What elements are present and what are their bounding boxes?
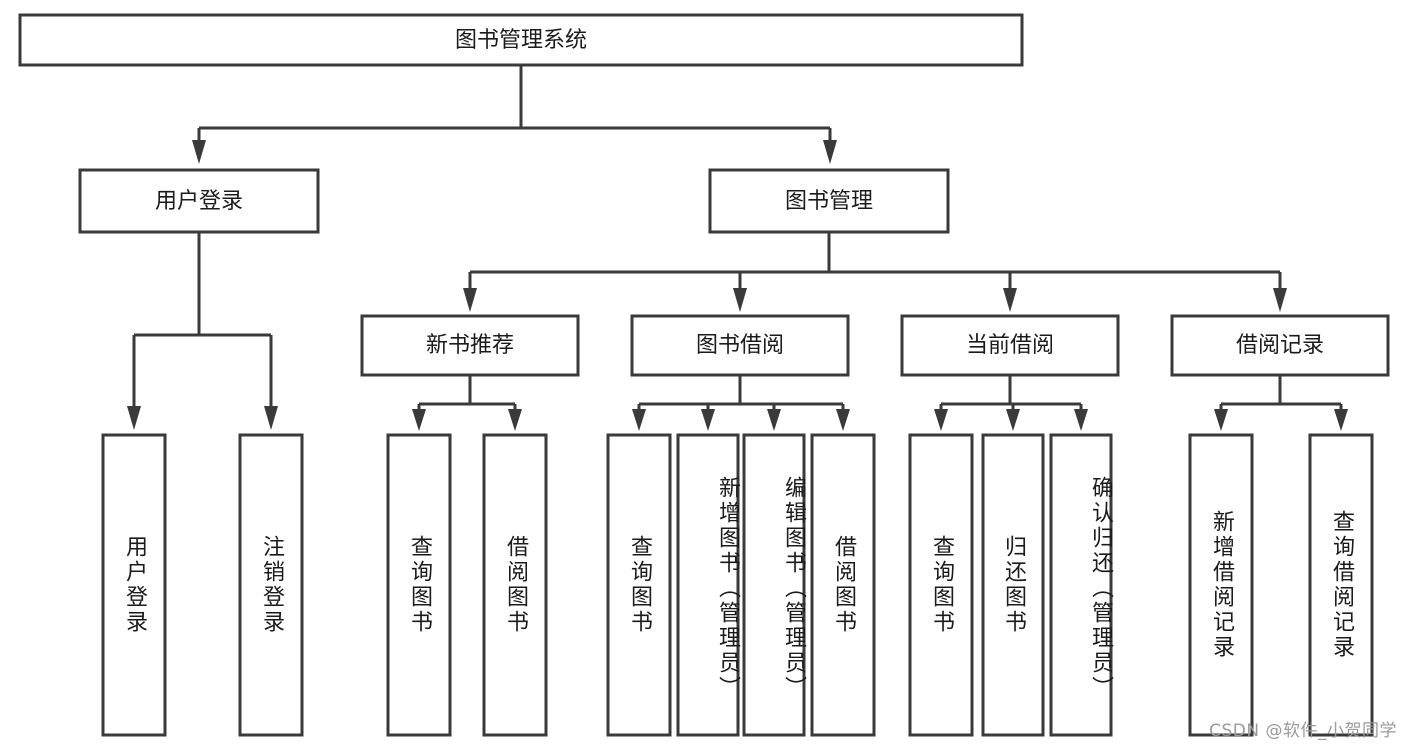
node-book-borrow[interactable]: 图书借阅 <box>630 314 850 377</box>
connector-new-book-recommend-to-leaves <box>412 375 522 431</box>
connector-book-borrow-to-leaves <box>632 375 850 431</box>
node-root[interactable]: 图书管理系统 <box>18 13 1024 67</box>
connector-book-manage-to-level2 <box>463 232 1287 312</box>
leaf-box-add-book[interactable] <box>676 433 740 737</box>
connector-root-to-level1 <box>192 65 837 164</box>
arrowhead-icon <box>836 409 850 431</box>
arrowhead-icon <box>934 409 948 431</box>
arrowhead-icon <box>412 409 426 431</box>
leaf-box-return-book[interactable] <box>981 433 1045 737</box>
node-current-borrow-label: 当前借阅 <box>966 333 1054 358</box>
leaf-box-borrow-book-bor[interactable] <box>810 433 876 737</box>
arrowhead-icon <box>767 409 781 431</box>
arrowhead-icon <box>701 409 715 431</box>
node-new-book-recommend-label: 新书推荐 <box>426 333 514 358</box>
leaf-box-query-book-rec[interactable] <box>386 433 452 737</box>
arrowhead-icon <box>1334 409 1348 431</box>
node-root-label: 图书管理系统 <box>455 28 587 53</box>
connector-current-borrow-to-leaves <box>934 375 1088 431</box>
leaf-box-user-logout[interactable] <box>238 433 304 737</box>
arrowhead-icon <box>1003 288 1017 312</box>
leaf-box-edit-book[interactable] <box>742 433 806 737</box>
node-borrow-record-label: 借阅记录 <box>1236 333 1324 358</box>
arrowhead-icon <box>508 409 522 431</box>
arrowhead-icon <box>733 288 747 312</box>
leaf-box-query-book-cur[interactable] <box>908 433 974 737</box>
arrowhead-icon <box>127 406 141 430</box>
leaf-box-borrow-book-rec[interactable] <box>482 433 548 737</box>
leaf-box-query-book-bor[interactable] <box>606 433 672 737</box>
arrowhead-icon <box>1074 409 1088 431</box>
leaf-box-add-borrow-record[interactable] <box>1188 433 1254 737</box>
node-book-manage[interactable]: 图书管理 <box>708 168 950 234</box>
node-borrow-record[interactable]: 借阅记录 <box>1170 314 1390 377</box>
node-user-login-label: 用户登录 <box>155 189 243 214</box>
arrowhead-icon <box>1214 409 1228 431</box>
arrowhead-icon <box>192 140 206 164</box>
node-new-book-recommend[interactable]: 新书推荐 <box>360 314 580 377</box>
node-current-borrow-box[interactable] <box>900 314 1120 377</box>
node-new-book-recommend-box[interactable] <box>360 314 580 377</box>
node-root-box[interactable] <box>18 13 1024 67</box>
arrowhead-icon <box>823 140 837 164</box>
node-book-manage-label: 图书管理 <box>785 189 873 214</box>
leaf-box-confirm-return[interactable] <box>1049 433 1113 737</box>
connector-borrow-record-to-leaves <box>1214 375 1348 431</box>
arrowhead-icon <box>1273 288 1287 312</box>
watermark-label: CSDN @软件_小贺同学 <box>1209 721 1397 741</box>
leaf-box-user-login[interactable] <box>101 433 167 737</box>
node-current-borrow[interactable]: 当前借阅 <box>900 314 1120 377</box>
arrowhead-icon <box>1006 409 1020 431</box>
connector-user-login-to-leaves <box>127 232 278 430</box>
node-book-borrow-label: 图书借阅 <box>696 333 784 358</box>
arrowhead-icon <box>463 288 477 312</box>
leaf-box-query-borrow-record[interactable] <box>1308 433 1374 737</box>
node-user-login-box[interactable] <box>78 168 320 234</box>
node-user-login[interactable]: 用户登录 <box>78 168 320 234</box>
arrowhead-icon <box>632 409 646 431</box>
arrowhead-icon <box>264 406 278 430</box>
